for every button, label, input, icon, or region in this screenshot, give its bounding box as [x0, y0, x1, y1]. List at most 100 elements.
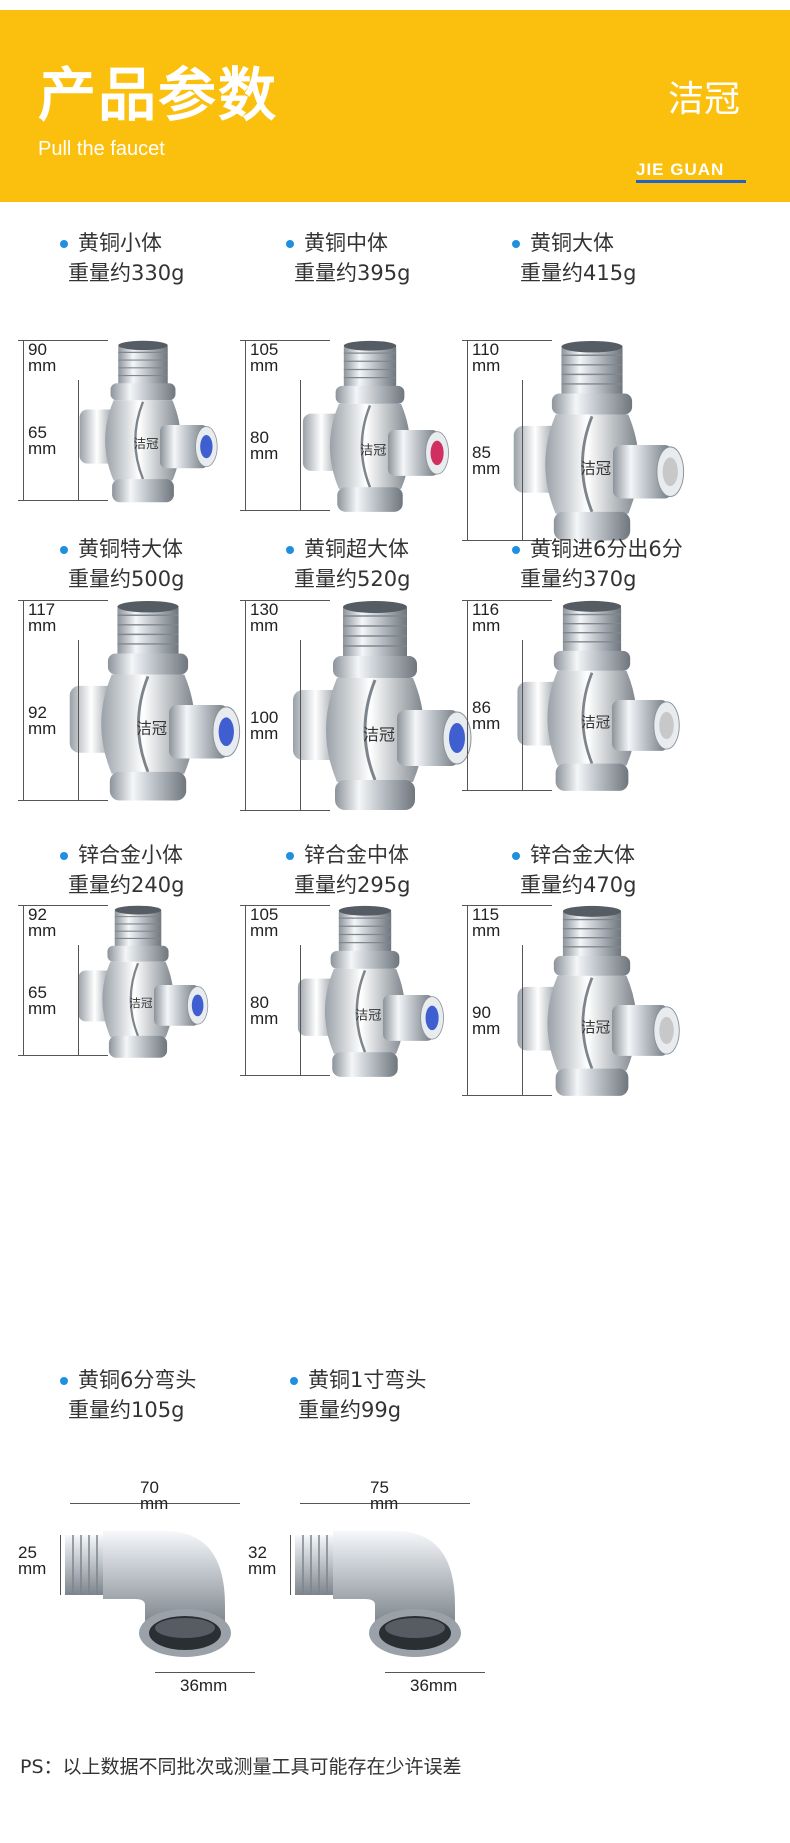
product-name: 黄铜6分弯头	[60, 1365, 310, 1395]
product-weight: 重量约500g	[68, 567, 185, 591]
svg-text:洁冠: 洁冠	[581, 460, 612, 478]
dimension-line	[240, 600, 330, 601]
elbow-illustration	[65, 1531, 231, 1657]
dimension-line	[467, 600, 468, 790]
svg-text:洁冠: 洁冠	[581, 714, 610, 731]
product-caption: 黄铜进6分出6分重量约370g	[512, 534, 762, 594]
product-name-text: 锌合金小体	[78, 843, 183, 867]
dimension-line	[240, 1075, 330, 1076]
valve-illustration: 洁冠	[293, 601, 472, 810]
product-name: 锌合金中体	[286, 840, 536, 870]
elbow-item	[295, 1495, 465, 1669]
product-name-text: 黄铜特大体	[78, 537, 183, 561]
dimension-line	[78, 640, 79, 800]
dimension-bottom-label: 36mm	[410, 1676, 458, 1695]
product-weight: 重量约105g	[68, 1398, 185, 1422]
dimension-line	[385, 1672, 485, 1673]
dimension-line	[18, 500, 108, 501]
dimension-line	[18, 340, 108, 341]
dimension-line	[70, 1503, 240, 1504]
product-name: 黄铜中体	[286, 228, 536, 258]
product-caption: 锌合金小体重量约240g	[60, 840, 310, 900]
bullet-icon	[60, 546, 68, 554]
dimension-line	[462, 340, 552, 341]
product-name: 黄铜大体	[512, 228, 762, 258]
svg-text:洁冠: 洁冠	[129, 996, 153, 1010]
valve-illustration: 洁冠	[297, 905, 444, 1077]
product-name: 锌合金大体	[512, 840, 762, 870]
product-weight: 重量约395g	[294, 261, 411, 285]
dimension-line	[462, 905, 552, 906]
dimension-line	[462, 600, 552, 601]
dimension-line	[300, 380, 301, 510]
product-name-text: 黄铜中体	[304, 231, 388, 255]
dimension-line	[18, 800, 108, 801]
bullet-icon	[60, 1377, 68, 1385]
valve-illustration: 洁冠	[517, 600, 680, 791]
product-weight: 重量约415g	[520, 261, 637, 285]
dimension-line	[522, 945, 523, 1095]
valve-illustration: 洁冠	[78, 905, 209, 1058]
brand-logo-underline	[636, 180, 746, 183]
dimension-line	[522, 380, 523, 540]
product-item: 洁冠	[270, 340, 470, 524]
product-name: 黄铜超大体	[286, 534, 536, 564]
dimension-line	[300, 1503, 470, 1504]
product-name: 黄铜特大体	[60, 534, 310, 564]
dimension-line	[290, 1535, 291, 1595]
product-caption: 黄铜特大体重量约500g	[60, 534, 310, 594]
product-caption: 黄铜超大体重量约520g	[286, 534, 536, 594]
product-name: 锌合金小体	[60, 840, 310, 870]
dimension-line	[240, 510, 330, 511]
product-item: 洁冠	[492, 905, 692, 1109]
product-item: 洁冠	[492, 600, 692, 804]
dimension-line	[462, 790, 552, 791]
product-item: 洁冠	[270, 905, 460, 1089]
product-weight: 重量约520g	[294, 567, 411, 591]
bullet-icon	[512, 852, 520, 860]
valve-illustration: 洁冠	[69, 600, 241, 801]
disclaimer-note: PS：以上数据不同批次或测量工具可能存在少许误差	[20, 1756, 462, 1778]
dimension-line	[23, 905, 24, 1055]
product-weight: 重量约295g	[294, 873, 411, 897]
bullet-icon	[286, 546, 294, 554]
elbow-caption: 黄铜6分弯头重量约105g	[60, 1365, 310, 1425]
dimension-line	[18, 1055, 108, 1056]
product-name: 黄铜1寸弯头	[290, 1365, 540, 1395]
product-name-text: 黄铜6分弯头	[78, 1368, 197, 1392]
product-name-text: 黄铜大体	[530, 231, 614, 255]
dimension-line	[78, 945, 79, 1055]
dimension-line	[18, 905, 108, 906]
bullet-icon	[60, 240, 68, 248]
product-name: 黄铜小体	[60, 228, 310, 258]
dimension-line	[155, 1672, 255, 1673]
bullet-icon	[286, 852, 294, 860]
dimension-line	[23, 340, 24, 500]
dimension-line	[467, 905, 468, 1095]
product-caption: 锌合金中体重量约295g	[286, 840, 536, 900]
valve-illustration: 洁冠	[517, 905, 680, 1096]
valve-illustration: 洁冠	[513, 340, 685, 541]
dimension-line	[240, 340, 330, 341]
product-caption: 黄铜大体重量约415g	[512, 228, 762, 288]
product-name-text: 锌合金大体	[530, 843, 635, 867]
bullet-icon	[60, 852, 68, 860]
elbow-illustration	[295, 1531, 461, 1657]
product-weight: 重量约99g	[298, 1398, 402, 1422]
header-banner: 产品参数 Pull the faucet 洁冠 JIE GUAN	[0, 10, 790, 202]
svg-text:洁冠: 洁冠	[363, 725, 395, 744]
dimension-line	[240, 905, 330, 906]
bullet-icon	[512, 546, 520, 554]
dimension-line	[467, 340, 468, 540]
dimension-line	[462, 540, 552, 541]
